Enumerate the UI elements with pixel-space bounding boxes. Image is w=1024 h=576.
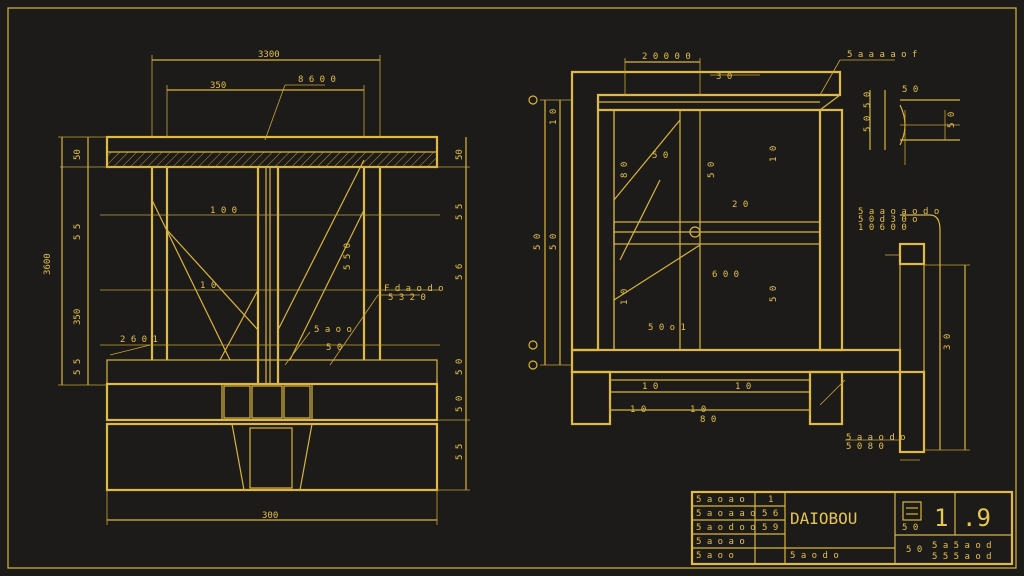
dim-left-top-right: 8 6 0 0 [298, 75, 336, 85]
dim-right-left-e: 1 0 [620, 289, 630, 305]
dim-left-right-c: 5 5 0 [343, 243, 353, 270]
title-row-2-value: 5 9 [762, 523, 778, 533]
dim-right-left-d: 8 0 [620, 162, 630, 178]
dim-right-inner-h: 1 0 [630, 405, 646, 415]
dim-right-bottom-c: 8 0 [700, 415, 716, 425]
dim-right-bottom-b: 1 0 [735, 382, 751, 392]
left-elevation-view [58, 55, 470, 525]
dim-right-left-b: 5 0 [533, 234, 543, 250]
title-right-row-0-value: 5 a 5 a o d [932, 541, 992, 551]
dim-right-right-d: 5 0 [947, 112, 957, 128]
left-foundation-lower [105, 422, 439, 492]
callout-left-b: 5 a o o [314, 325, 352, 335]
dim-left-post-a: 5 5 [73, 359, 83, 375]
dim-left-right-f: 5 0 [455, 396, 465, 412]
right-inner-beam [613, 221, 821, 245]
note-right-b: 5 0 d 3 0 o [858, 215, 918, 225]
sheet-border [7, 7, 1017, 569]
title-right-row-1-value: 5 5 5 a o d [932, 552, 992, 562]
dim-right-bottom-a: 1 0 [642, 382, 658, 392]
dim-right-top-b: 3 0 [716, 72, 732, 82]
callout-left-a2: 5 3 2 0 [388, 293, 426, 303]
dim-left-c: 350 [73, 309, 83, 325]
left-top-slab-hatch [108, 152, 436, 166]
callout-left-mid: 5 0 [326, 343, 342, 353]
right-footing-mid [808, 370, 844, 426]
dim-left-right-e: 5 0 [455, 359, 465, 375]
dim-left-bottom-overall: 300 [262, 511, 278, 521]
title-row-1-label: 5 a o a a o [696, 509, 756, 519]
left-foundation-upper [105, 382, 439, 422]
title-row-0-label: 5 a o a o [696, 495, 745, 505]
dim-left-right-a: 50 [455, 149, 465, 160]
right-section-view [528, 58, 970, 461]
title-row-4-label: 5 a o o [696, 551, 734, 561]
right-inner-wall-left [597, 109, 615, 351]
sheet-mark: 1 [934, 504, 948, 532]
title-row-1-value: 5 6 [762, 509, 778, 519]
note-right-c: 1 0 6 0 0 [858, 223, 907, 233]
callout-left-a: F d a o d o [384, 284, 444, 294]
dim-left-mid-a: 1 0 0 [210, 206, 237, 216]
dim-right-inner-b: 5 0 [707, 162, 717, 178]
dim-right-inner-g: 5 0 [769, 286, 779, 302]
dim-right-top-a: 2 0 0 0 0 [642, 52, 691, 62]
dim-right-inner-a: 5 0 [652, 151, 668, 161]
note-right-corner: 5 a a a a o f [847, 50, 917, 60]
dim-left-right-b: 5 5 [455, 204, 465, 220]
left-pile [231, 423, 313, 491]
dim-right-left-c: 5 0 [549, 234, 559, 250]
dim-left-right-d: 5 6 [455, 264, 465, 280]
note-right-foot2: 5 0 8 0 [846, 442, 884, 452]
title-right-row-0-label: 5 0 [906, 545, 922, 555]
title-block [690, 490, 1014, 566]
dim-right-right-a: 5 0 [863, 92, 873, 108]
left-pile-cap [221, 383, 313, 421]
right-post-body [898, 370, 926, 454]
dim-right-inner-c: 1 0 [769, 146, 779, 162]
title-row-3-label: 5 a o a o [696, 537, 745, 547]
callout-left-c: 2 6 0 1 [120, 335, 158, 345]
dim-left-b: 5 5 [73, 224, 83, 240]
right-outer-frame [570, 70, 842, 352]
title-row-4-value: 5 a o d o [790, 551, 839, 561]
dim-left-overall: 3600 [43, 253, 53, 275]
dim-left-right-g: 5 5 [455, 444, 465, 460]
dim-right-inner-d: 2 0 [732, 200, 748, 210]
title-row-0-value: 1 [768, 495, 773, 505]
left-ground-band [106, 359, 438, 385]
dim-right-right-e: 3 0 [943, 334, 953, 350]
dim-left-top-overall: 3300 [258, 50, 280, 60]
sheet-number: .9 [962, 504, 991, 532]
dim-left-top-inner: 350 [210, 81, 226, 91]
dim-right-inner-i: 1 0 [690, 405, 706, 415]
right-wall [818, 108, 844, 352]
right-post [898, 242, 926, 266]
note-right-a: 5 a a o a o d o [858, 207, 939, 217]
dim-right-inner-e: 6 0 0 [712, 270, 739, 280]
dim-right-right-c: 5 0 [902, 85, 918, 95]
dim-left-mid-b: 1 0 [200, 281, 216, 291]
note-right-inner: 5 0 o 1 [648, 323, 686, 333]
dim-right-right-b: 5 0 [863, 116, 873, 132]
title-small-mark: 5 0 [902, 523, 918, 533]
title-row-2-label: 5 a o d o o [696, 523, 756, 533]
right-footing-left [570, 370, 612, 426]
note-right-foot: 5 a a o d o [846, 433, 906, 443]
dim-right-left-a: 1 0 [549, 109, 559, 125]
drawing-title: DAIOBOU [790, 509, 857, 528]
dim-left-a: 50 [73, 149, 83, 160]
right-floor-slab [570, 348, 902, 374]
